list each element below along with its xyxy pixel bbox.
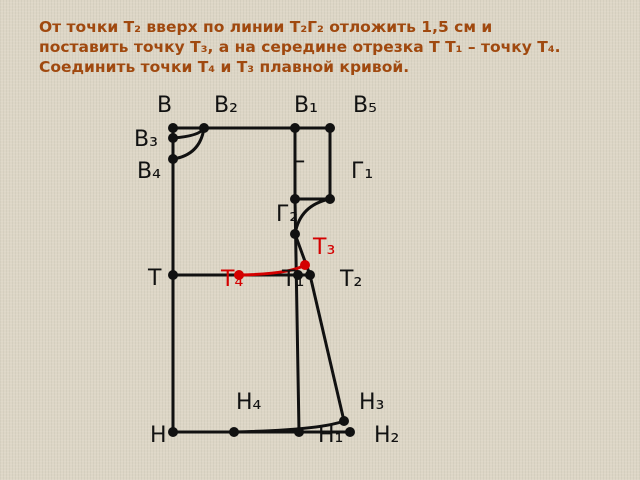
point-b — [168, 123, 178, 133]
label-h2: Н₂ — [374, 423, 400, 448]
label-t2: Т₂ — [340, 267, 363, 292]
point-b1 — [290, 123, 300, 133]
point-b5 — [325, 123, 335, 133]
instruction-line-3: Соединить точки Т₄ и Т₃ плавной кривой. — [39, 58, 410, 76]
label-h: Н — [150, 423, 167, 448]
point-h — [168, 427, 178, 437]
point-b3 — [168, 133, 178, 143]
label-g2: Г₂ — [276, 202, 299, 227]
point-g1 — [325, 194, 335, 204]
label-h3: Н₃ — [359, 390, 385, 415]
armhole-curve — [293, 197, 332, 236]
point-b4 — [168, 154, 178, 164]
label-b4: В₄ — [137, 159, 161, 184]
point-g2 — [290, 194, 300, 204]
point-h1 — [294, 427, 304, 437]
label-b1: В₁ — [294, 93, 318, 118]
hem-curve — [232, 419, 346, 434]
point-t1 — [293, 270, 303, 280]
point-armhole-end — [290, 229, 300, 239]
label-t4: Т₄ — [221, 267, 244, 292]
label-b2: В₂ — [214, 93, 238, 118]
label-b: В — [157, 93, 173, 118]
side-line-lower — [308, 273, 346, 423]
label-b5: В₅ — [353, 93, 377, 118]
point-t2 — [305, 270, 315, 280]
point-b2 — [199, 123, 209, 133]
label-g1: Г₁ — [351, 159, 374, 184]
point-h4 — [229, 427, 239, 437]
label-t3: Т₃ — [313, 235, 336, 260]
point-t3 — [300, 260, 310, 270]
instruction-text: От точки Т₂ вверх по линии Т₂Г₂ отложить… — [39, 17, 619, 77]
label-t1: Т₁ — [282, 267, 305, 292]
point-h3 — [339, 416, 349, 426]
label-h1: Н₁ — [318, 423, 344, 448]
point-t — [168, 270, 178, 280]
label-h4: Н₄ — [236, 390, 262, 415]
point-h2 — [345, 427, 355, 437]
label-t: Т — [148, 266, 162, 291]
instruction-line-2: поставить точку Т₃, а на середине отрезк… — [39, 38, 561, 56]
label-b3: В₃ — [134, 127, 158, 152]
point-t4 — [234, 270, 244, 280]
instruction-line-1: От точки Т₂ вверх по линии Т₂Г₂ отложить… — [39, 18, 493, 36]
label-g: Г — [292, 158, 306, 183]
